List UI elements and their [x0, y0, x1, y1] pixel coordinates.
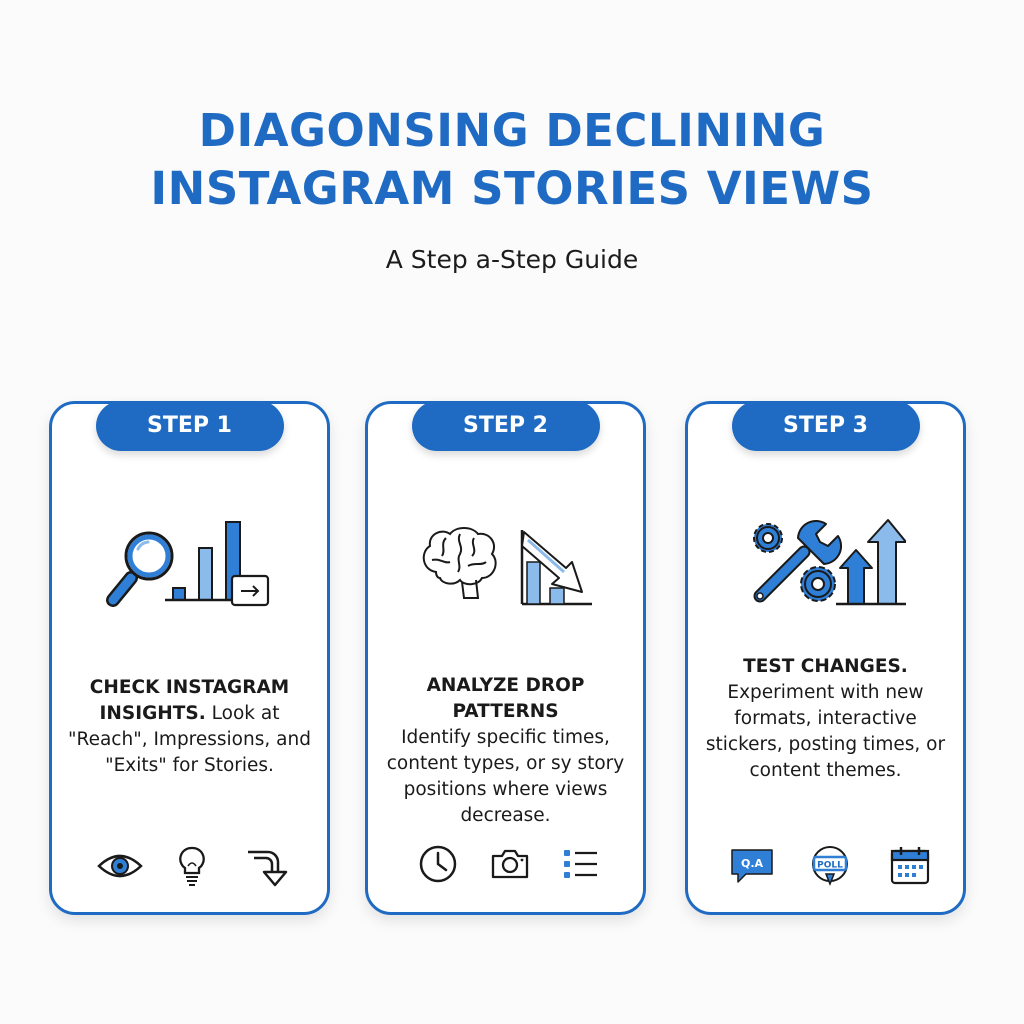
qa-sticker-text: Q.A	[741, 857, 764, 870]
step-2-card: STEP 2 ANALYZE DROP PATTERNS Identify sp…	[365, 401, 646, 915]
drop-patterns-illustration	[422, 527, 592, 606]
step-3-badge: STEP 3	[731, 401, 920, 451]
step-1-footer-icons	[52, 844, 327, 888]
step-3-heading: TEST CHANGES.	[743, 656, 908, 677]
step-2-footer-icons	[368, 844, 643, 888]
title-line-1: DIAGONSING DECLINING	[198, 104, 826, 157]
magnifier-icon	[105, 531, 173, 607]
step-3-description: TEST CHANGES. Experiment with new format…	[696, 654, 955, 784]
poll-sticker-icon: POLL	[812, 846, 848, 887]
list-icon	[564, 850, 597, 878]
step-1-description: CHECK INSTAGRAM INSIGHTS. Look at "Reach…	[60, 675, 319, 779]
camera-icon	[491, 849, 529, 879]
step-1-badge: STEP 1	[95, 401, 284, 451]
rising-arrows-icon	[835, 519, 906, 606]
step-1-card: STEP 1 CHECK INSTAGRAM INSIGHTS. Look at…	[49, 401, 330, 915]
step-2-heading: ANALYZE DROP PATTERNS	[426, 675, 585, 722]
qa-sticker-icon: Q.A	[731, 849, 773, 883]
step-3-footer-icons: Q.A POLL	[688, 844, 963, 888]
calendar-icon	[890, 847, 930, 885]
step-2-body: Identify specific times, content types, …	[386, 727, 625, 826]
poll-sticker-text: POLL	[817, 861, 843, 871]
wrench-icon	[753, 519, 842, 603]
arrow-box-icon	[230, 574, 269, 607]
lightbulb-icon	[179, 846, 205, 886]
step-1-body: Look at "Reach", Impressions, and "Exits…	[68, 703, 311, 776]
exit-arrow-icon	[248, 850, 288, 887]
title-line-2: INSTAGRAM STORIES VIEWS	[150, 162, 874, 215]
step-2-badge: STEP 2	[411, 401, 600, 451]
eye-icon	[97, 854, 143, 878]
step-2-description: ANALYZE DROP PATTERNS Identify specific …	[376, 673, 635, 829]
step-1-heading: CHECK INSTAGRAM INSIGHTS.	[89, 677, 290, 724]
clock-icon	[419, 845, 457, 883]
brain-icon	[422, 527, 497, 599]
test-changes-illustration	[752, 519, 906, 606]
declining-chart-icon	[520, 530, 592, 606]
page-title: DIAGONSING DECLINING INSTAGRAM STORIES V…	[0, 102, 1024, 218]
step-3-card: STEP 3 TEST CHANGES.	[685, 401, 966, 915]
insights-illustration	[105, 521, 269, 607]
gears-icon	[752, 523, 836, 602]
page-subtitle: A Step a-Step Guide	[385, 245, 639, 274]
step-3-body: Experiment with new formats, interactive…	[705, 682, 946, 781]
